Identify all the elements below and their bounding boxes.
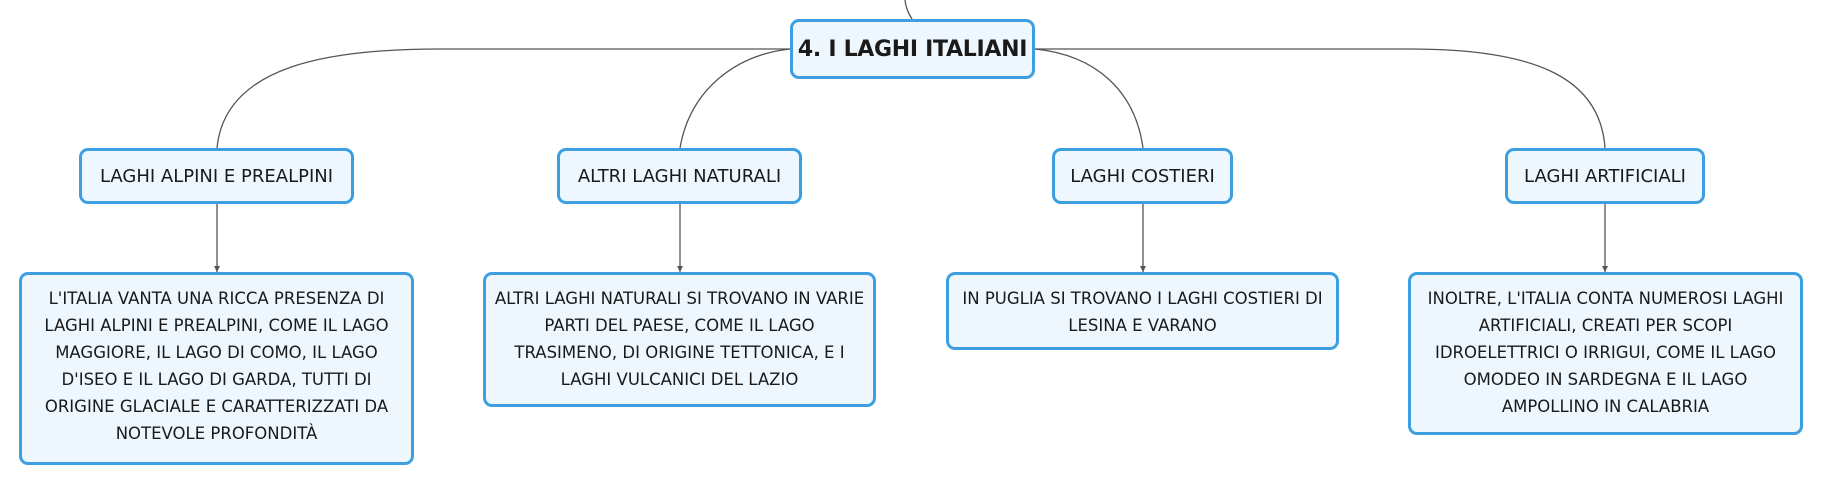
detail-laghi-costieri[interactable]: IN PUGLIA SI TROVANO I LAGHI COSTIERI DI… [946, 272, 1339, 350]
detail-text: IN PUGLIA SI TROVANO I LAGHI COSTIERI DI… [962, 289, 1323, 335]
root-topic-label: 4. I LAGHI ITALIANI [797, 36, 1028, 62]
connector-parent-in [904, 0, 913, 20]
connector-root-to-cat-2 [679, 48, 791, 149]
detail-laghi-artificiali[interactable]: INOLTRE, L'ITALIA CONTA NUMEROSI LAGHI A… [1408, 272, 1803, 435]
topic-altri-laghi-naturali[interactable]: ALTRI LAGHI NATURALI [557, 148, 802, 204]
detail-text: ALTRI LAGHI NATURALI SI TROVANO IN VARIE… [494, 289, 865, 389]
topic-laghi-alpini[interactable]: LAGHI ALPINI E PREALPINI [79, 148, 354, 204]
arrowhead-det-2 [677, 266, 683, 272]
root-topic[interactable]: 4. I LAGHI ITALIANI [790, 19, 1035, 79]
topic-label: LAGHI COSTIERI [1070, 165, 1215, 187]
detail-text: L'ITALIA VANTA UNA RICCA PRESENZA DI LAG… [44, 289, 389, 443]
arrowhead-det-4 [1602, 266, 1608, 272]
detail-altri-laghi-naturali[interactable]: ALTRI LAGHI NATURALI SI TROVANO IN VARIE… [483, 272, 876, 407]
connector-root-to-cat-3 [1034, 48, 1144, 149]
topic-laghi-costieri[interactable]: LAGHI COSTIERI [1052, 148, 1233, 204]
detail-text: INOLTRE, L'ITALIA CONTA NUMEROSI LAGHI A… [1427, 289, 1784, 416]
topic-label: LAGHI ALPINI E PREALPINI [99, 165, 334, 187]
topic-label: ALTRI LAGHI NATURALI [577, 165, 782, 187]
arrowhead-det-3 [1140, 266, 1146, 272]
connector-root-to-cat-1 [216, 48, 790, 149]
detail-laghi-alpini[interactable]: L'ITALIA VANTA UNA RICCA PRESENZA DI LAG… [19, 272, 414, 465]
topic-label: LAGHI ARTIFICIALI [1524, 165, 1686, 187]
connector-root-to-cat-4 [1035, 48, 1606, 149]
topic-laghi-artificiali[interactable]: LAGHI ARTIFICIALI [1505, 148, 1705, 204]
arrowhead-det-1 [214, 266, 220, 272]
